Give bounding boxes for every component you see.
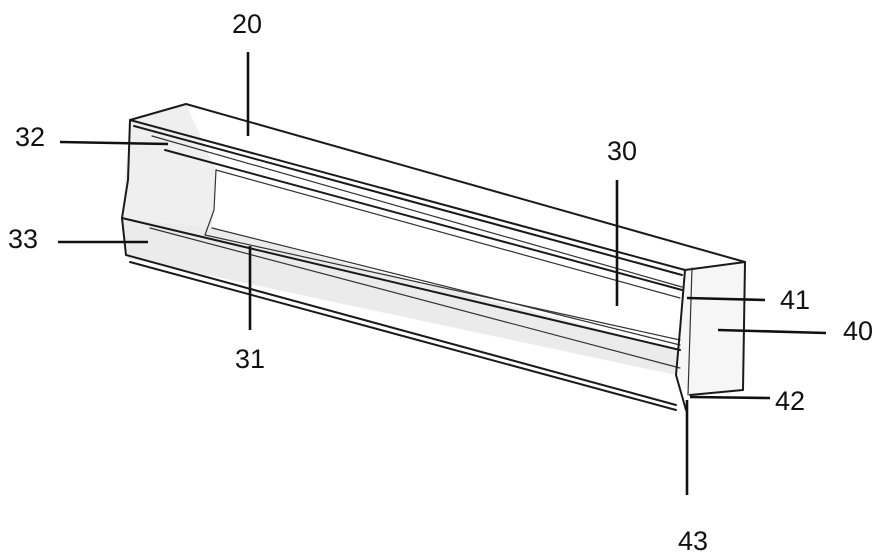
leader-lines bbox=[58, 52, 827, 495]
right-end-face bbox=[676, 262, 745, 395]
label-30: 30 bbox=[607, 136, 637, 166]
lower-lip-edge bbox=[121, 217, 681, 351]
leader-40 bbox=[717, 328, 827, 335]
label-43: 43 bbox=[678, 526, 708, 556]
label-42: 42 bbox=[775, 386, 805, 416]
lower-inner-edge-c bbox=[149, 227, 681, 369]
right-end-outline bbox=[689, 261, 746, 396]
upper-lip-edge bbox=[164, 149, 683, 291]
label-32: 32 bbox=[15, 122, 45, 152]
label-33: 33 bbox=[8, 224, 38, 254]
leader-41 bbox=[686, 296, 766, 302]
bracket-body bbox=[121, 103, 746, 411]
label-40: 40 bbox=[843, 316, 873, 346]
label-31: 31 bbox=[235, 344, 265, 374]
bottom-face bbox=[122, 218, 680, 375]
leader-32 bbox=[59, 140, 169, 146]
left-end-edge bbox=[121, 119, 131, 256]
left-end-face bbox=[122, 104, 216, 228]
right-front-edge bbox=[675, 269, 687, 411]
lower-inner-edge-a bbox=[204, 234, 681, 341]
label-20: 20 bbox=[232, 9, 262, 39]
leader-42 bbox=[689, 395, 771, 400]
right-end-inner-edge bbox=[687, 267, 693, 396]
left-opening-edge bbox=[204, 169, 217, 236]
inner-back-edge bbox=[215, 169, 681, 299]
top-front-edge bbox=[133, 125, 683, 276]
reference-labels: 20 32 30 33 31 41 40 42 43 bbox=[8, 9, 873, 556]
lower-inner-edge-b bbox=[211, 227, 681, 346]
bottom-rear-edge bbox=[129, 261, 677, 411]
bottom-edge bbox=[125, 254, 677, 406]
label-41: 41 bbox=[780, 285, 810, 315]
top-inner-edge bbox=[151, 135, 683, 288]
